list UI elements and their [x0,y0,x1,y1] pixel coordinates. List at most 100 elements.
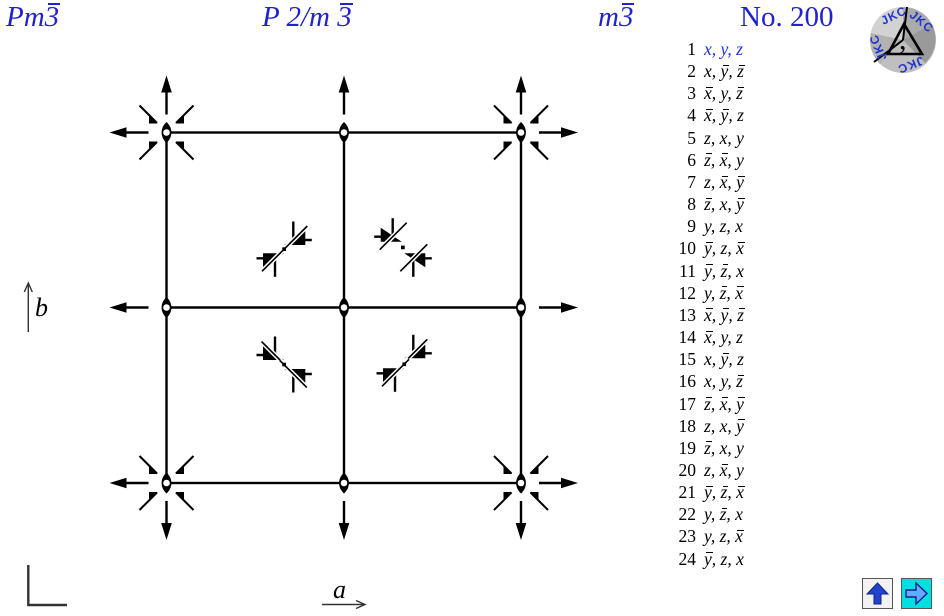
nav-next-button[interactable] [901,578,932,609]
position-coordinates: z, x, y [704,459,744,480]
position-number: 22 [678,504,697,525]
up-arrow-icon [865,582,890,605]
point-group-symbol: m3 [598,1,633,35]
logo-wedge [903,6,932,41]
symbol-bar-3: 3 [44,1,60,33]
position-coordinates: y, z, x [704,216,743,237]
inversion-dot [282,247,286,251]
axis-a-label: a [333,575,346,604]
axis-b-arrow: b [23,281,48,332]
logo-wedge [903,24,936,63]
position-coordinates: y, z, x [704,482,744,503]
position-row: 1 x, y, z [672,38,832,60]
position-number: 5 [687,127,696,148]
logo-triangle [885,21,925,56]
position-coordinates: y, z, x [704,504,743,525]
position-row: 19 z, x, y [672,437,832,459]
threefold-glyph-pair [373,216,433,278]
position-number: 13 [678,304,697,325]
short-hermann-mauguin-symbol: Pm3 [6,1,59,35]
position-coordinates: x, y, z [704,349,744,370]
threefold-glyph-pair [255,220,313,278]
position-row: 6 z, x, y [672,149,832,171]
position-coordinates: y, z, x [704,548,744,569]
position-number: 24 [678,548,697,569]
position-number: 21 [678,482,697,503]
inversion-dot [402,362,407,367]
symbol-text: Pm [6,1,45,33]
position-number: 14 [678,327,697,348]
symbol-bar-3: 3 [337,1,352,33]
position-row: 24 y, z, x [672,548,832,570]
inversion-dot [282,362,286,367]
position-coordinates: x, y, z [704,61,744,82]
threefold-axis-glyphs [255,216,433,394]
position-coordinates: z, x, y [704,194,744,215]
position-number: 15 [678,349,697,370]
position-number: 8 [687,194,696,215]
space-group-diagram: b a [23,74,580,610]
symbol-bar-3: 3 [618,1,634,33]
position-number: 23 [678,526,697,547]
position-row: 14 x, y, z [672,326,832,348]
position-row: 7 z, x, y [672,171,832,193]
logo-wedge [871,7,903,40]
position-number: 19 [678,437,697,458]
position-number: 1 [687,39,696,59]
position-coordinates: z, x, y [704,171,744,192]
position-coordinates: z, x, y [704,393,744,414]
position-coordinates: z, x, y [704,149,744,170]
position-row: 5 z, x, y [672,127,832,149]
position-row: 3 x, y, z [672,82,832,104]
position-row: 9 y, z, x [672,215,832,237]
inversion-dot [401,245,405,250]
position-row: 10 y, z, x [672,237,832,259]
axis-a-arrow: a [322,575,367,610]
position-number: 11 [679,260,696,281]
position-number: 16 [678,371,697,392]
position-row: 15 x, y, z [672,348,832,370]
position-number: 18 [678,415,697,436]
logo-comma: , [899,23,907,56]
space-group-number: No. 200 [740,1,834,33]
position-coordinates: x, y, z [704,371,743,392]
position-coordinates: y, z, x [704,282,743,303]
position-coordinates: z, x, y [704,437,744,458]
threefold-glyph-pair [255,335,313,394]
position-number: 6 [687,149,696,170]
position-coordinates: y, z, x [704,260,744,281]
position-coordinates: x, y, z [704,304,744,325]
position-number: 20 [678,459,697,480]
position-coordinates: z, x, y [704,415,744,436]
position-number: 3 [687,83,696,104]
position-number: 9 [687,216,696,237]
position-row: 12 y, z, x [672,282,832,304]
position-row: 21 y, z, x [672,481,832,503]
position-coordinates: y, z, x [704,238,744,259]
position-coordinates: z, x, y [704,127,744,148]
symbol-text: P 2/m [262,1,338,33]
position-coordinates: x, y, z [704,327,743,348]
position-coordinates: y, z, x [704,526,743,547]
position-row: 22 y, z, x [672,503,832,525]
axis-b-label: b [35,293,48,322]
nav-up-button[interactable] [862,578,893,609]
full-hermann-mauguin-symbol: P 2/m 3 [262,1,352,35]
position-row: 16 x, y, z [672,370,832,392]
symbol-text: m [598,1,619,33]
right-arrow-icon [905,581,929,606]
position-row: 8 z, x, y [672,193,832,215]
position-coordinates: x, y, z [704,39,743,59]
position-number: 7 [687,171,696,192]
position-number: 4 [687,105,696,126]
position-row: 23 y, z, x [672,525,832,547]
position-coordinates: x, y, z [704,83,743,104]
position-row: 13 x, y, z [672,304,832,326]
threefold-glyph-pair [375,333,433,393]
position-number: 10 [678,238,697,259]
position-row: 20 z, x, y [672,459,832,481]
position-number: 12 [678,282,697,303]
